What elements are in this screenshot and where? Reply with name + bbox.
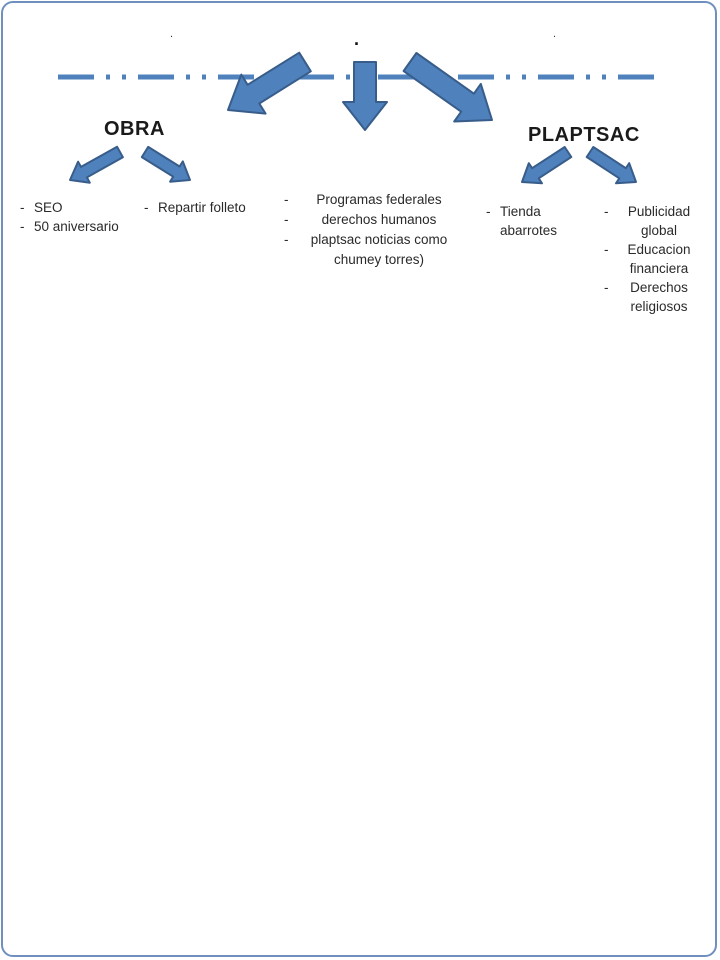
arrow-plaptsac-right-icon (585, 146, 637, 185)
arrow-obra-left-icon (69, 145, 124, 184)
list-item: SEO (16, 198, 141, 217)
list-item: derechos humanos (280, 210, 460, 230)
list-center: Programas federalesderechos humanosplapt… (280, 190, 460, 270)
list-item: Tienda abarrotes (482, 202, 572, 240)
list-item: Publicidad global (600, 202, 700, 240)
arrow-to-obra-icon (227, 51, 312, 115)
list-item: Educacion financiera (600, 240, 700, 278)
list-item: plaptsac noticias como chumey torres) (280, 230, 460, 270)
dot-left: . (170, 28, 174, 40)
list-plaptsac-right: Publicidad globalEducacion financieraDer… (600, 202, 700, 316)
list-plaptsac-left: Tienda abarrotes (482, 202, 572, 240)
heading-plaptsac: PLAPTSAC (528, 124, 640, 146)
heading-obra: OBRA (104, 118, 165, 140)
list-item: Programas federales (280, 190, 460, 210)
list-item: Repartir folleto (140, 198, 270, 217)
list-obra-left: SEO50 aniversario (16, 198, 141, 236)
list-item: 50 aniversario (16, 217, 141, 236)
dot-center: . (354, 29, 360, 49)
dot-right: . (553, 28, 557, 40)
list-item: Derechos religiosos (600, 278, 700, 316)
arrow-group (69, 51, 637, 185)
arrow-to-plaptsac-icon (402, 52, 493, 123)
arrow-plaptsac-left-icon (521, 146, 573, 185)
arrow-obra-right-icon (140, 145, 191, 183)
arrow-to-center-icon (342, 61, 388, 131)
list-obra-right: Repartir folleto (140, 198, 270, 217)
